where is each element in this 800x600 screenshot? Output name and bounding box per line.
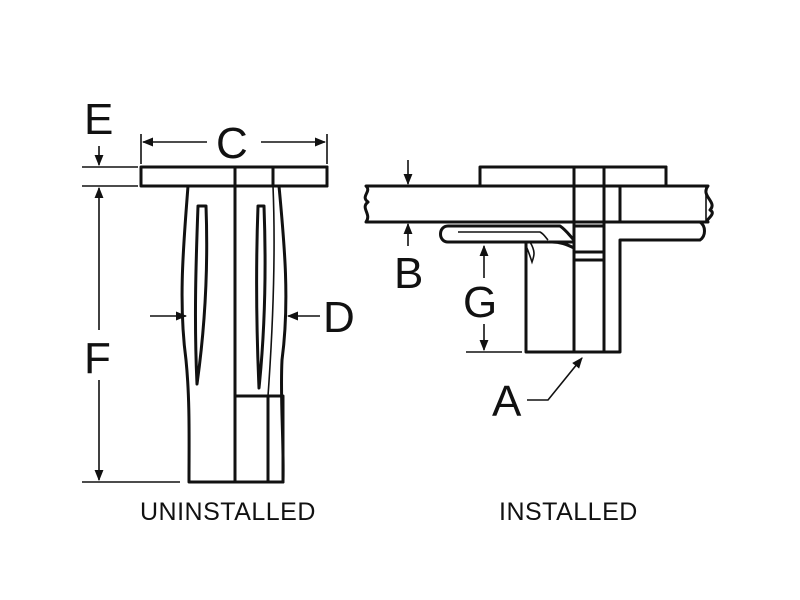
flange-section-hatch: [271, 165, 329, 188]
label-b: B: [394, 249, 423, 298]
label-f: F: [84, 334, 111, 383]
label-a: A: [492, 377, 522, 426]
uninstalled-view: C E F D UNINSTALLED: [82, 95, 355, 526]
installed-sleeve: [572, 165, 606, 254]
collapsed-bulge: [439, 224, 576, 250]
slot-left: [193, 204, 209, 386]
installed-body-section: [602, 184, 706, 354]
installed-view: B G A INSTALLED: [363, 160, 714, 526]
label-c: C: [216, 119, 248, 168]
label-d: D: [323, 293, 355, 342]
plate-section-hatch: [619, 185, 707, 223]
installed-threads: [572, 258, 606, 354]
label-g: G: [463, 278, 497, 327]
caption-installed: INSTALLED: [499, 498, 638, 526]
label-e: E: [84, 95, 113, 144]
dim-a-leader: [527, 357, 583, 401]
thread-section: [233, 394, 285, 484]
slot-right: [255, 204, 267, 390]
caption-uninstalled: UNINSTALLED: [140, 498, 316, 526]
workpiece-plate: [363, 184, 714, 224]
